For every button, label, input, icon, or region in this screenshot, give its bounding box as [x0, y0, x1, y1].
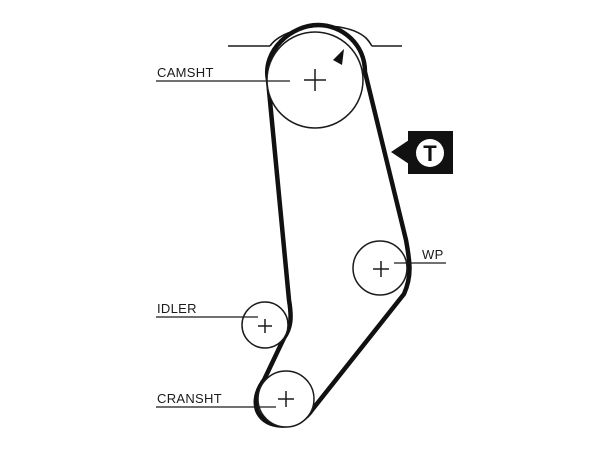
leader-lines — [156, 80, 446, 408]
tensioner-badge-icon: T — [391, 131, 453, 174]
idler-label: IDLER — [157, 301, 197, 316]
water-pump-pulley — [352, 240, 408, 296]
tensioner-letter: T — [423, 141, 437, 166]
camshaft-label: CAMSHT — [157, 65, 214, 80]
rotation-arrow-icon — [333, 49, 344, 65]
water-pump-label: WP — [422, 247, 444, 262]
timing-belt — [253, 22, 412, 428]
idler-center-mark — [258, 319, 272, 333]
crankshaft-pulley — [257, 370, 315, 428]
idler-pulley — [241, 301, 289, 349]
crankshaft-center-mark — [278, 391, 294, 407]
water-pump-center-mark — [373, 261, 389, 277]
camshaft-pulley — [266, 31, 364, 129]
camshaft-center-mark — [304, 69, 326, 91]
crankshaft-label: CRANSHT — [157, 391, 222, 406]
